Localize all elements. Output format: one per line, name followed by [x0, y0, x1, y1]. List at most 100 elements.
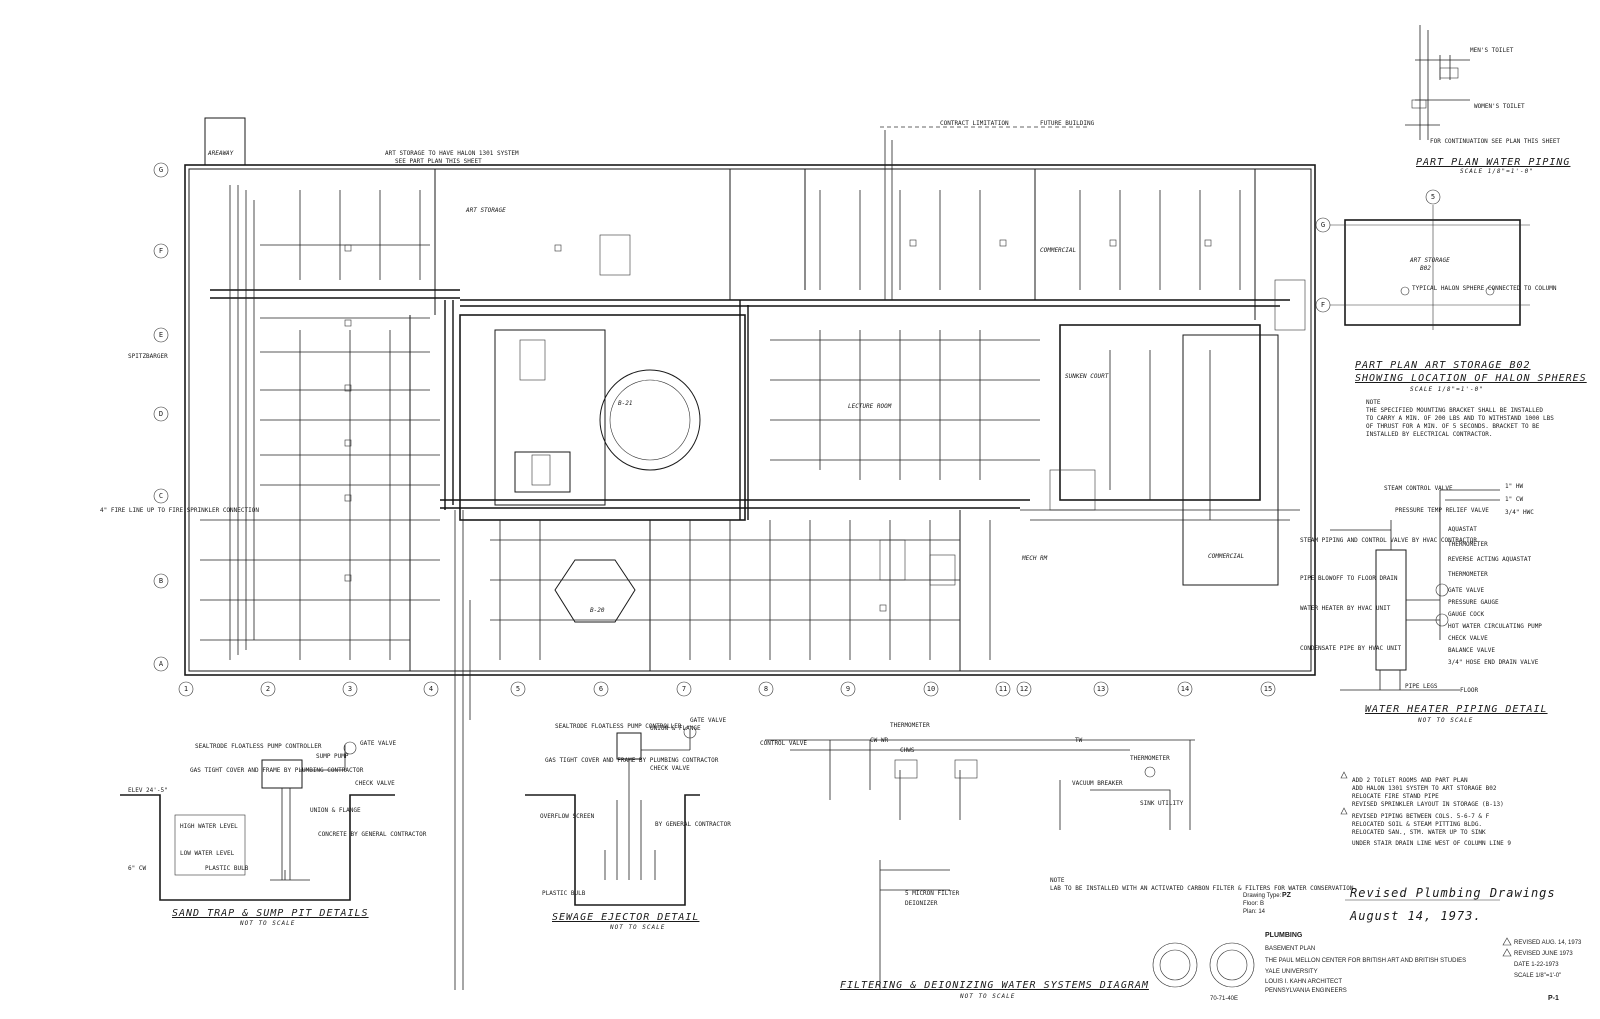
halon-note: ART STORAGE TO HAVE HALON 1301 SYSTEM: [385, 150, 519, 157]
revision-triangle: [1340, 807, 1348, 815]
drawing-stamp: 70-71-40E: [1210, 996, 1238, 1002]
gauge-symbol: [1435, 583, 1449, 597]
room-commercial-2: COMMERCIAL: [1208, 553, 1245, 560]
art-storage-room-no: B02: [1420, 265, 1431, 272]
owner-name: YALE UNIVERSITY: [1265, 969, 1318, 975]
sump-elev: ELEV 24'-5": [128, 787, 168, 794]
filter-piping: [765, 739, 1195, 990]
gate-valve-symbol: [683, 725, 697, 739]
pump-symbol: [1435, 613, 1449, 627]
service-risers: [454, 510, 471, 990]
svg-text:4: 4: [429, 685, 433, 693]
pressure-gauge-label: PRESSURE GAUGE: [1448, 599, 1499, 606]
grid-bubble-4: 4: [423, 681, 439, 697]
sump-scale: NOT TO SCALE: [239, 920, 295, 927]
svg-text:F: F: [1321, 301, 1325, 309]
ejector-screen: OVERFLOW SCREEN: [540, 813, 595, 820]
revision-2: REVISED JUNE 1973: [1514, 951, 1573, 957]
svg-text:2: 2: [266, 685, 270, 693]
balance-valve-label: BALANCE VALVE: [1448, 647, 1495, 654]
halon-note-2: SEE PART PLAN THIS SHEET: [395, 158, 482, 165]
filter-chws: CHWS: [900, 747, 915, 754]
svg-text:A: A: [159, 660, 164, 668]
sump-pit-detail: SEALTRODE FLOATLESS PUMP CONTROLLER GAS …: [120, 740, 427, 927]
revision-triangle: [1502, 937, 1512, 946]
grid-bubble-7: 7: [676, 681, 692, 697]
cw-label: 1" CW: [1505, 496, 1523, 503]
thermometer-label: THERMOMETER: [1448, 541, 1488, 548]
drawing-type-label: Drawing Type:: [1243, 893, 1282, 899]
revision-notes: ADD 2 TOILET ROOMS AND PART PLAN ADD HAL…: [1340, 771, 1511, 847]
svg-text:9: 9: [846, 685, 850, 693]
mens-toilet-label: MEN'S TOILET: [1470, 47, 1514, 54]
condensate-label: CONDENSATE PIPE BY HVAC UNIT: [1300, 645, 1402, 652]
sewage-pit-wall: [525, 794, 700, 906]
check-valve-symbol: [343, 741, 357, 755]
grid-cols: 1 2 3 4 5 6 7 8 9 10 11 12 13 14 15: [178, 681, 1276, 697]
ejector-gate: GATE VALVE: [690, 717, 727, 724]
ejector-union: UNION & FLANGE: [650, 725, 701, 732]
room-sunken-court: SUNKEN COURT: [1065, 373, 1109, 380]
filter-unit: [894, 759, 918, 779]
revision-triangle: [1340, 771, 1348, 779]
sump-union-label: UNION & FLANGE: [310, 807, 361, 814]
future-building: FUTURE BUILDING: [1040, 120, 1095, 127]
water-part-note: FOR CONTINUATION SEE PLAN THIS SHEET: [1430, 138, 1560, 145]
branch-pipes-central: [490, 339, 1040, 621]
svg-text:D: D: [159, 410, 163, 418]
svg-text:3: 3: [348, 685, 352, 693]
hot-water-pump-label: HOT WATER CIRCULATING PUMP: [1448, 623, 1542, 630]
svg-text:5: 5: [516, 685, 520, 693]
grid-bubble-1: 1: [178, 681, 194, 697]
grid-rows: G F E D C B A: [153, 162, 169, 672]
water-part-title: PART PLAN WATER PIPING: [1416, 157, 1570, 168]
sewage-scale: NOT TO SCALE: [609, 924, 665, 931]
floor-label: Floor: B: [1243, 901, 1264, 907]
grid-bubble-d: D: [153, 406, 169, 422]
grid-bubble-12: 12: [1016, 681, 1032, 697]
filter-title: FILTERING & DEIONIZING WATER SYSTEMS DIA…: [840, 980, 1149, 991]
east-mains: [1020, 509, 1300, 521]
sheet-title-2: BASEMENT PLAN: [1265, 946, 1315, 952]
art-note-line: THE SPECIFIED MOUNTING BRACKET SHALL BE …: [1366, 407, 1543, 414]
plan-label: Plan: 14: [1243, 909, 1266, 915]
revised-date: August 14, 1973.: [1349, 909, 1482, 923]
svg-text:E: E: [159, 331, 163, 339]
sump-plastic-label: PLASTIC BULB: [205, 865, 249, 872]
grid-bubble-10: 10: [923, 681, 939, 697]
filter-note-head: NOTE: [1050, 877, 1065, 884]
sprinkler-drops-south: [499, 520, 991, 660]
grid-bubble-9: 9: [840, 681, 856, 697]
sheet-title-1: PLUMBING: [1265, 932, 1303, 939]
revision-item: RELOCATED SAN., STM. WATER UP TO SINK: [1352, 829, 1486, 836]
gauge-cock-label: GAUGE COCK: [1448, 611, 1485, 618]
court-stair: [1049, 469, 1096, 511]
revision-item: RELOCATE FIRE STAND PIPE: [1352, 793, 1439, 800]
svg-text:10: 10: [927, 685, 935, 693]
steam-piping-label: STEAM PIPING AND CONTROL VALVE BY HVAC C…: [1300, 537, 1477, 544]
spitzbarger-label: SPITZBARGER: [128, 353, 168, 360]
sump-piping: [270, 745, 346, 881]
revision-item: ADD HALON 1301 SYSTEM TO ART STORAGE B02: [1352, 785, 1497, 792]
art-part-subtitle: SHOWING LOCATION OF HALON SPHERES: [1355, 373, 1587, 384]
vacuum-breaker-symbol: [1144, 766, 1156, 778]
date-label: DATE 1-22-1973: [1514, 962, 1559, 968]
revision-triangle: [1502, 948, 1512, 957]
grid-bubble-g: G: [153, 162, 169, 178]
grid-bubble-c: C: [153, 488, 169, 504]
room-lecture: LECTURE ROOM: [848, 403, 892, 410]
part-plan-water: MEN'S TOILET WOMEN'S TOILET FOR CONTINUA…: [1405, 25, 1570, 175]
central-block-wall: [459, 314, 746, 521]
revision-item: RELOCATED SOIL & STEAM PITTING BLDG.: [1352, 821, 1482, 828]
sump-cw-label: 6" CW: [128, 865, 146, 872]
contract-limitation: CONTRACT LIMITATION: [940, 120, 1009, 127]
room-mech: MECH RM: [1021, 555, 1048, 562]
room-b20: B-20: [590, 607, 605, 614]
art-note-line: TO CARRY A MIN. OF 200 LBS AND TO WITHST…: [1366, 415, 1554, 422]
svg-text:G: G: [1321, 221, 1325, 229]
water-heater-scale: NOT TO SCALE: [1417, 717, 1473, 724]
art-part-scale: SCALE 1/8"=1'-0": [1410, 386, 1484, 393]
steam-control-label: STEAM CONTROL VALVE: [1384, 485, 1453, 492]
art-note-line: INSTALLED BY ELECTRICAL CONTRACTOR.: [1366, 431, 1492, 438]
engineer-name: PENNSYLVANIA ENGINEERS: [1265, 988, 1347, 994]
